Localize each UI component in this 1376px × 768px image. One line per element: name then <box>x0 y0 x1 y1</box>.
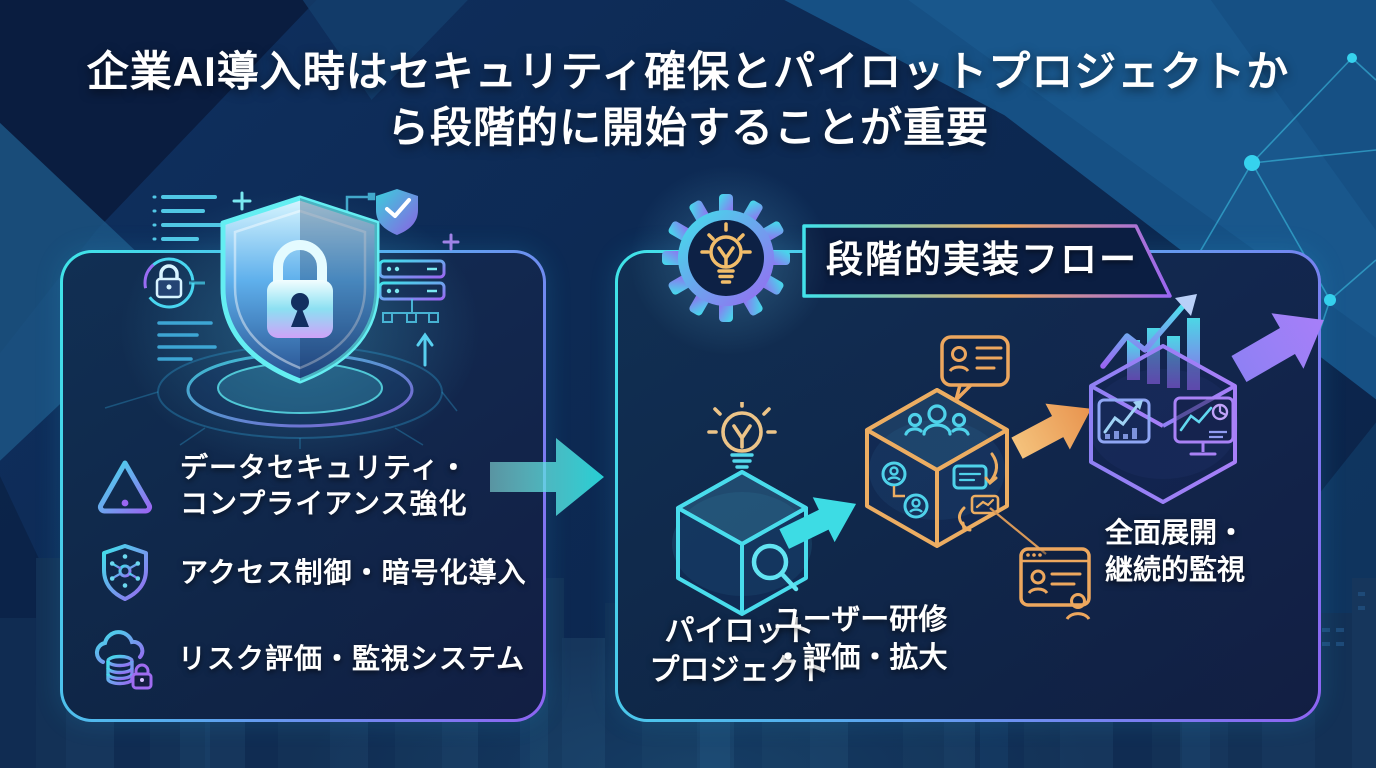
step3-label: 全面展開・ 継続的監視 <box>1104 517 1245 585</box>
security-item-row: アクセス制御・暗号化導入 <box>92 540 527 606</box>
cube-lightbulb-magnifier-icon <box>672 402 812 616</box>
checklist-icon <box>157 321 217 361</box>
cube-analytics-monitor-icon <box>1088 294 1238 504</box>
security-item-row: リスク評価・監視システム <box>90 624 525 694</box>
chart-window-icon <box>1097 398 1151 444</box>
lightbulb-icon <box>707 402 777 453</box>
up-arrow-icon <box>416 332 434 367</box>
flow-panel <box>615 250 1321 722</box>
lightbulb-icon <box>700 222 752 284</box>
checklist-icon <box>152 195 227 241</box>
security-item-label: リスク評価・監視システム <box>178 643 526 674</box>
title-line-1: 企業AI導入時はセキュリティ確保とパイロットプロジェクトか <box>86 48 1290 95</box>
network-constellation <box>1159 53 1376 421</box>
speech-bubble-person-icon <box>940 335 1010 402</box>
dashboard-monitor-icon <box>1173 396 1235 456</box>
team-icon <box>904 404 970 436</box>
circle-lock-icon <box>143 257 205 309</box>
magnifier-icon <box>751 543 799 592</box>
arrow-step1-to-step2 <box>779 497 857 549</box>
security-shield-lock-illustration <box>104 189 460 449</box>
server-stack-icon <box>378 259 446 323</box>
plus-icon <box>442 233 460 251</box>
flow-header-banner <box>802 224 1172 298</box>
flow-header-label: 段階的実装フロー <box>826 239 1138 280</box>
user-nodes-icon <box>881 461 929 519</box>
flow-panel-body <box>618 253 1318 719</box>
step2-label: ユーザー研修 ・評価・拡大 <box>773 604 948 674</box>
feedback-icon <box>952 452 1000 532</box>
gear-lightbulb-icon <box>662 194 790 322</box>
arrow-step2-to-step3 <box>1011 403 1092 459</box>
check-shield-icon <box>376 189 418 235</box>
cloud-database-lock-icon <box>90 628 156 690</box>
panel-transition-arrow <box>490 438 604 516</box>
shield-network-icon <box>92 542 158 604</box>
step1-label: パイロット プロジェクト <box>649 615 830 687</box>
security-item-row: データセキュリティ・ コンプライアンス強化 <box>92 442 468 530</box>
shield-lock-icon <box>220 195 380 384</box>
training-window-icon <box>1019 547 1091 620</box>
connector-line <box>345 192 376 215</box>
plus-icon <box>232 191 252 211</box>
connector-line <box>989 507 1047 555</box>
growth-arrow <box>1100 294 1197 369</box>
cube-team-training-icon <box>865 388 1009 548</box>
arrow-scale-out <box>1231 313 1324 382</box>
page-title: 企業AI導入時はセキュリティ確保とパイロットプロジェクトか ら段階的に開始するこ… <box>0 44 1376 156</box>
warning-triangle-icon <box>92 457 158 515</box>
security-item-label: アクセス制御・暗号化導入 <box>180 557 527 588</box>
title-line-2: ら段階的に開始することが重要 <box>386 104 989 151</box>
security-item-label: データセキュリティ・ コンプライアンス強化 <box>180 452 469 519</box>
